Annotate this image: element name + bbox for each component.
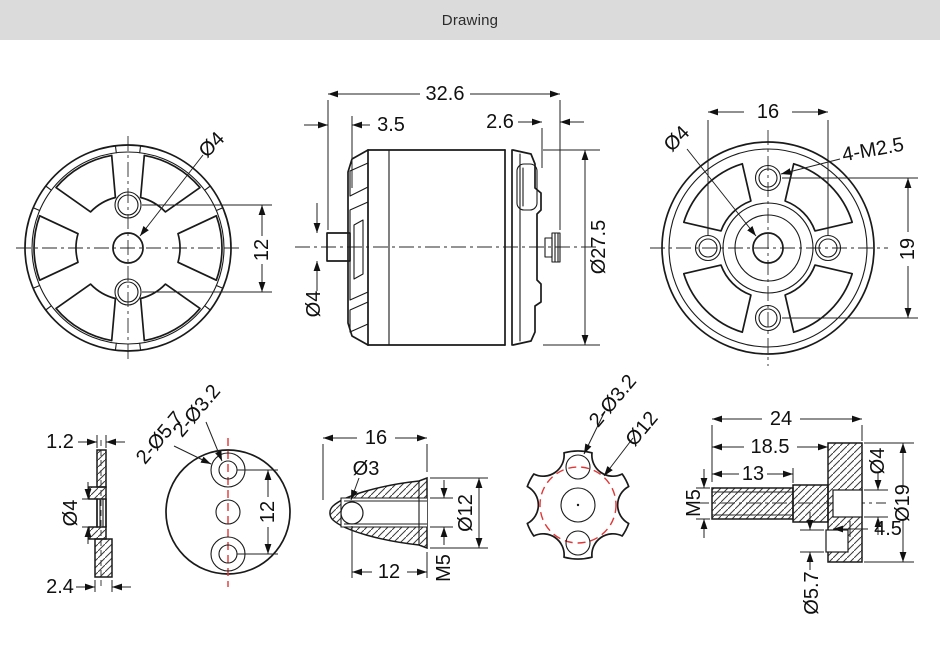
front-hole-spacing-label: 12 bbox=[251, 239, 273, 261]
side-front-length-label: 3.5 bbox=[377, 114, 405, 136]
back-mount-holes-label: 4-M2.5 bbox=[840, 134, 905, 166]
side-total-length-label: 32.6 bbox=[426, 83, 465, 105]
motor-front-view: Ø4 12 bbox=[16, 128, 273, 362]
back-outer-circle bbox=[661, 141, 875, 355]
shaft-step-label: 4.5 bbox=[874, 518, 902, 540]
shaft-hole-dia-label: Ø4 bbox=[867, 448, 889, 475]
front-vent-petals bbox=[33, 154, 223, 342]
prop-nut-cross-hole bbox=[340, 501, 364, 525]
prop-nut-section-view: 16 Ø3 Ø12 12 M5 bbox=[322, 427, 488, 583]
technical-drawing: Ø4 12 bbox=[16, 83, 919, 615]
prop-shaft-threaded-rod bbox=[711, 487, 794, 520]
mount-plate-counterbore-label: 2-Ø5.7 bbox=[132, 408, 188, 469]
header-bar: Drawing bbox=[0, 0, 940, 40]
back-hole-spacing-y-label: 19 bbox=[897, 238, 919, 260]
rotor-plate-outline bbox=[526, 450, 630, 560]
motor-side-view: 32.6 3.5 2.6 Ø4 Ø27.5 bbox=[295, 83, 610, 346]
mount-plate-view: 2-Ø3.2 2-Ø5.7 12 bbox=[132, 381, 291, 587]
washer-top-thickness-label: 1.2 bbox=[46, 431, 74, 453]
shaft-thread-label: M5 bbox=[683, 489, 705, 517]
side-body-dia-label: Ø27.5 bbox=[588, 220, 610, 274]
side-rear-length-label: 2.6 bbox=[486, 111, 514, 133]
rotor-bolt-circle-label: Ø12 bbox=[621, 407, 662, 450]
back-vent-cutouts bbox=[682, 162, 854, 334]
back-hole-spacing-x-label: 16 bbox=[757, 101, 779, 123]
motor-back-view: 16 19 Ø4 4-M2.5 bbox=[650, 101, 919, 366]
prop-nut-depth-label: 12 bbox=[378, 561, 400, 583]
prop-nut-width-label: 16 bbox=[365, 427, 387, 449]
side-shaft-dia-label: Ø4 bbox=[303, 291, 325, 318]
front-shaft-dia-label: Ø4 bbox=[195, 128, 229, 162]
prop-shaft-section-view: 24 18.5 13 M5 Ø4 bbox=[683, 408, 914, 615]
shaft-flange-dia-label: Ø19 bbox=[892, 484, 914, 522]
back-mount-holes bbox=[694, 164, 842, 332]
prop-nut-hole-dia-label: Ø3 bbox=[353, 458, 380, 480]
shaft-flange-length-label: 18.5 bbox=[751, 436, 790, 458]
shaft-counterbore-dia-label: Ø5.7 bbox=[801, 571, 823, 614]
rotor-plate-view: 2-Ø3.2 Ø12 bbox=[526, 371, 663, 560]
front-rim-spokes bbox=[32, 145, 224, 351]
mount-plate-spacing-label: 12 bbox=[257, 501, 279, 523]
front-shaft-hole bbox=[112, 232, 144, 264]
shaft-thread-length-label: 13 bbox=[742, 463, 764, 485]
prop-nut-outer-dia-label: Ø12 bbox=[455, 494, 477, 532]
front-outer-circle bbox=[24, 144, 232, 352]
washer-section-view: 1.2 Ø4 2.4 bbox=[46, 431, 131, 598]
washer-bore-dia-label: Ø4 bbox=[60, 500, 82, 527]
drawing-canvas: Ø4 12 bbox=[0, 40, 940, 646]
washer-bottom-thickness-label: 2.4 bbox=[46, 576, 74, 598]
side-details bbox=[349, 149, 561, 346]
side-outline bbox=[326, 149, 542, 346]
rotor-bolt-circle bbox=[539, 466, 617, 544]
prop-nut-thread-label: M5 bbox=[433, 554, 455, 582]
back-shaft-hole bbox=[752, 232, 784, 264]
page-title: Drawing bbox=[441, 11, 499, 29]
shaft-total-length-label: 24 bbox=[770, 408, 792, 430]
